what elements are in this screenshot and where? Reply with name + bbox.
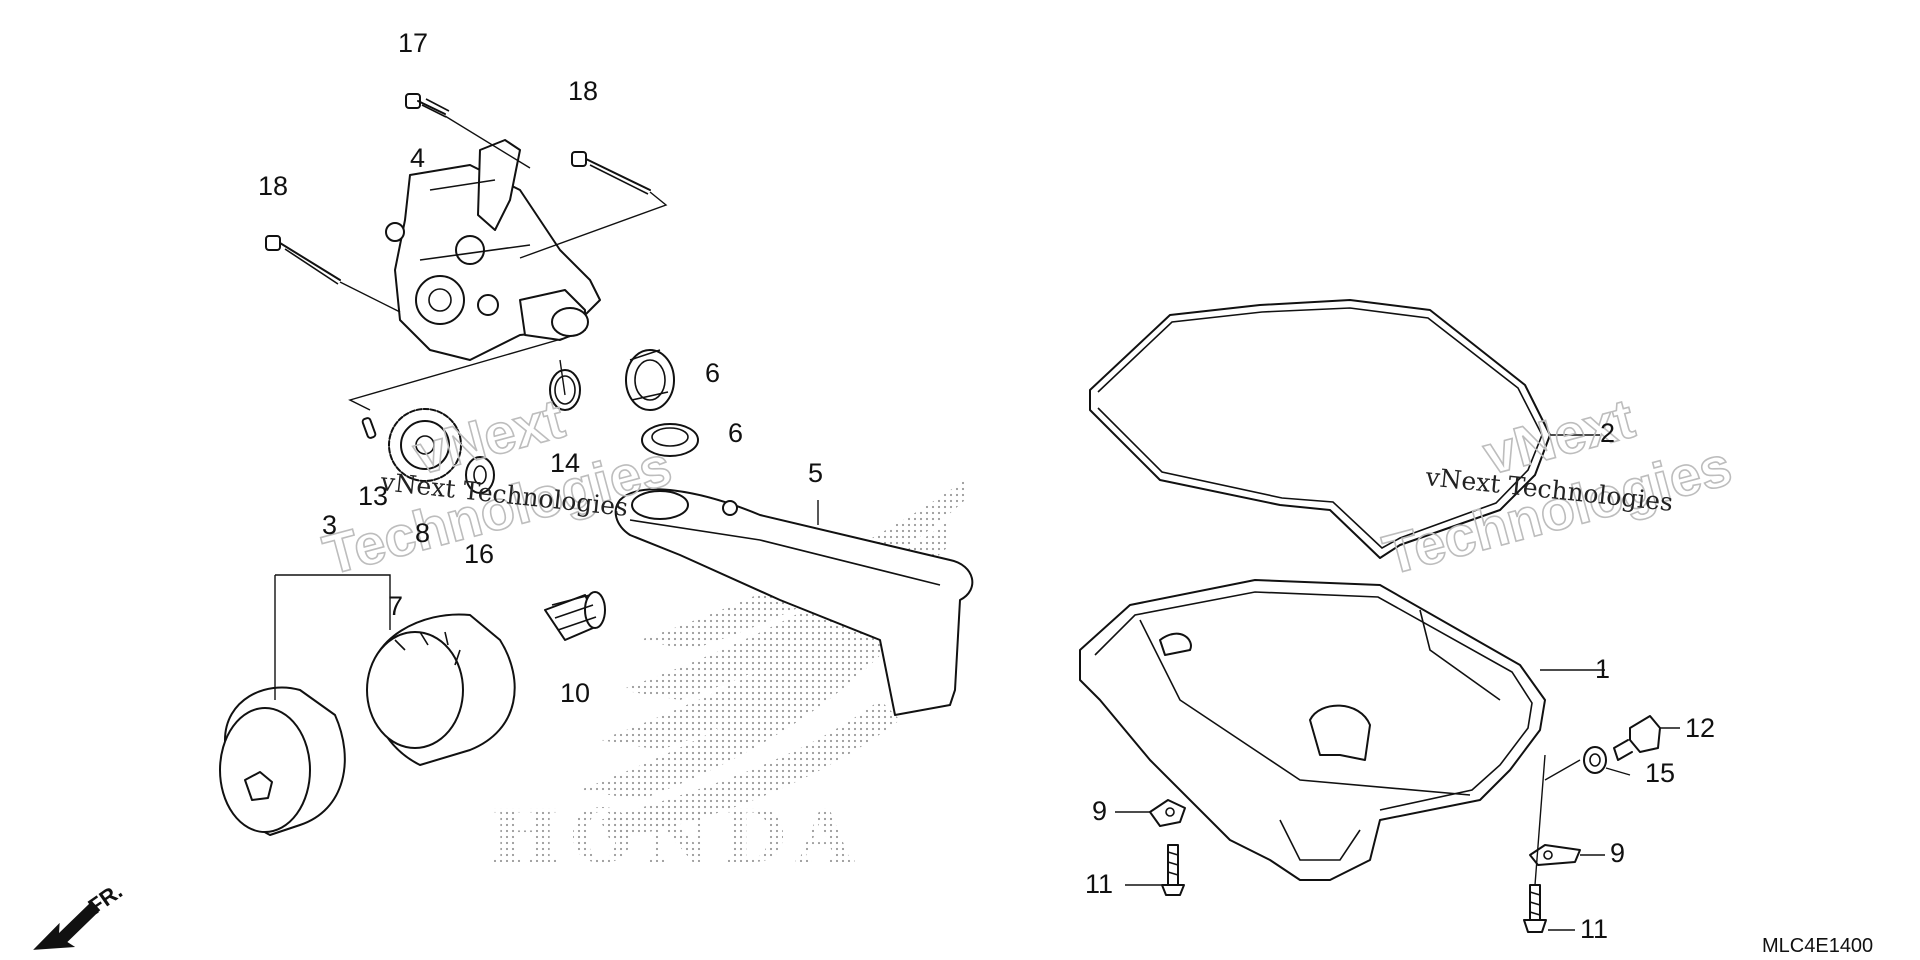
bolt-17	[405, 93, 450, 118]
callout-9-left: 9	[1092, 796, 1107, 826]
callout-2: 2	[1600, 418, 1615, 448]
callout-4: 4	[410, 143, 425, 173]
oil-strainer-5	[614, 488, 974, 716]
oil-pan-1	[1079, 579, 1546, 881]
honda-wing-logo	[580, 480, 965, 840]
dowel-pin-13	[361, 417, 377, 439]
callout-6-upper: 6	[705, 358, 720, 388]
callout-7: 7	[388, 591, 403, 621]
callout-11-right: 11	[1580, 914, 1608, 944]
callout-12: 12	[1685, 713, 1715, 743]
leader-3-7	[274, 574, 391, 700]
clamp-9-left	[1149, 799, 1186, 827]
callout-18-upper: 18	[568, 76, 598, 106]
washer-16	[465, 456, 495, 494]
callout-16: 16	[464, 539, 494, 569]
bolt-leaders	[339, 115, 668, 411]
leader-14	[559, 359, 566, 396]
bolt-18-left	[265, 235, 341, 285]
callout-14: 14	[550, 448, 580, 478]
strainer-joint-10	[544, 591, 606, 641]
callout-3: 3	[322, 510, 337, 540]
oil-filter-3	[219, 686, 346, 836]
front-direction-arrow: FR.	[33, 878, 127, 950]
callout-5: 5	[808, 458, 823, 488]
oil-filter-7	[366, 613, 516, 766]
callout-17: 17	[398, 28, 428, 58]
oil-seal-6-lower	[641, 423, 699, 457]
sealing-washer-15	[1583, 746, 1607, 774]
honda-wordmark: HONDA	[490, 794, 864, 880]
callout-6-lower: 6	[728, 418, 743, 448]
callout-18-left: 18	[258, 171, 288, 201]
callout-1: 1	[1595, 654, 1610, 684]
oil-seal-6-upper	[625, 349, 675, 411]
o-ring-14	[549, 369, 581, 411]
flange-bolt-11-left	[1161, 844, 1185, 896]
bolt-18-upper	[571, 151, 651, 195]
leader-11-right	[1534, 754, 1575, 931]
oil-pump-assembly	[385, 139, 601, 361]
callout-10: 10	[560, 678, 590, 708]
callout-labels: 17 18 18 4 6 6 5 14 13 8 16 3 7 10 2 1 1…	[258, 28, 1715, 944]
leader-15	[1544, 759, 1631, 781]
callout-13: 13	[358, 481, 388, 511]
flange-bolt-11-right	[1523, 884, 1547, 933]
diagram-code: MLC4E1400	[1762, 935, 1873, 957]
drain-bolt-12	[1613, 715, 1661, 761]
callout-11-left: 11	[1085, 869, 1113, 899]
callout-8: 8	[415, 518, 430, 548]
callout-15: 15	[1645, 758, 1675, 788]
driven-gear-8	[388, 408, 462, 482]
callout-9-right: 9	[1610, 838, 1625, 868]
oil-pan-gasket-2	[1089, 299, 1551, 559]
